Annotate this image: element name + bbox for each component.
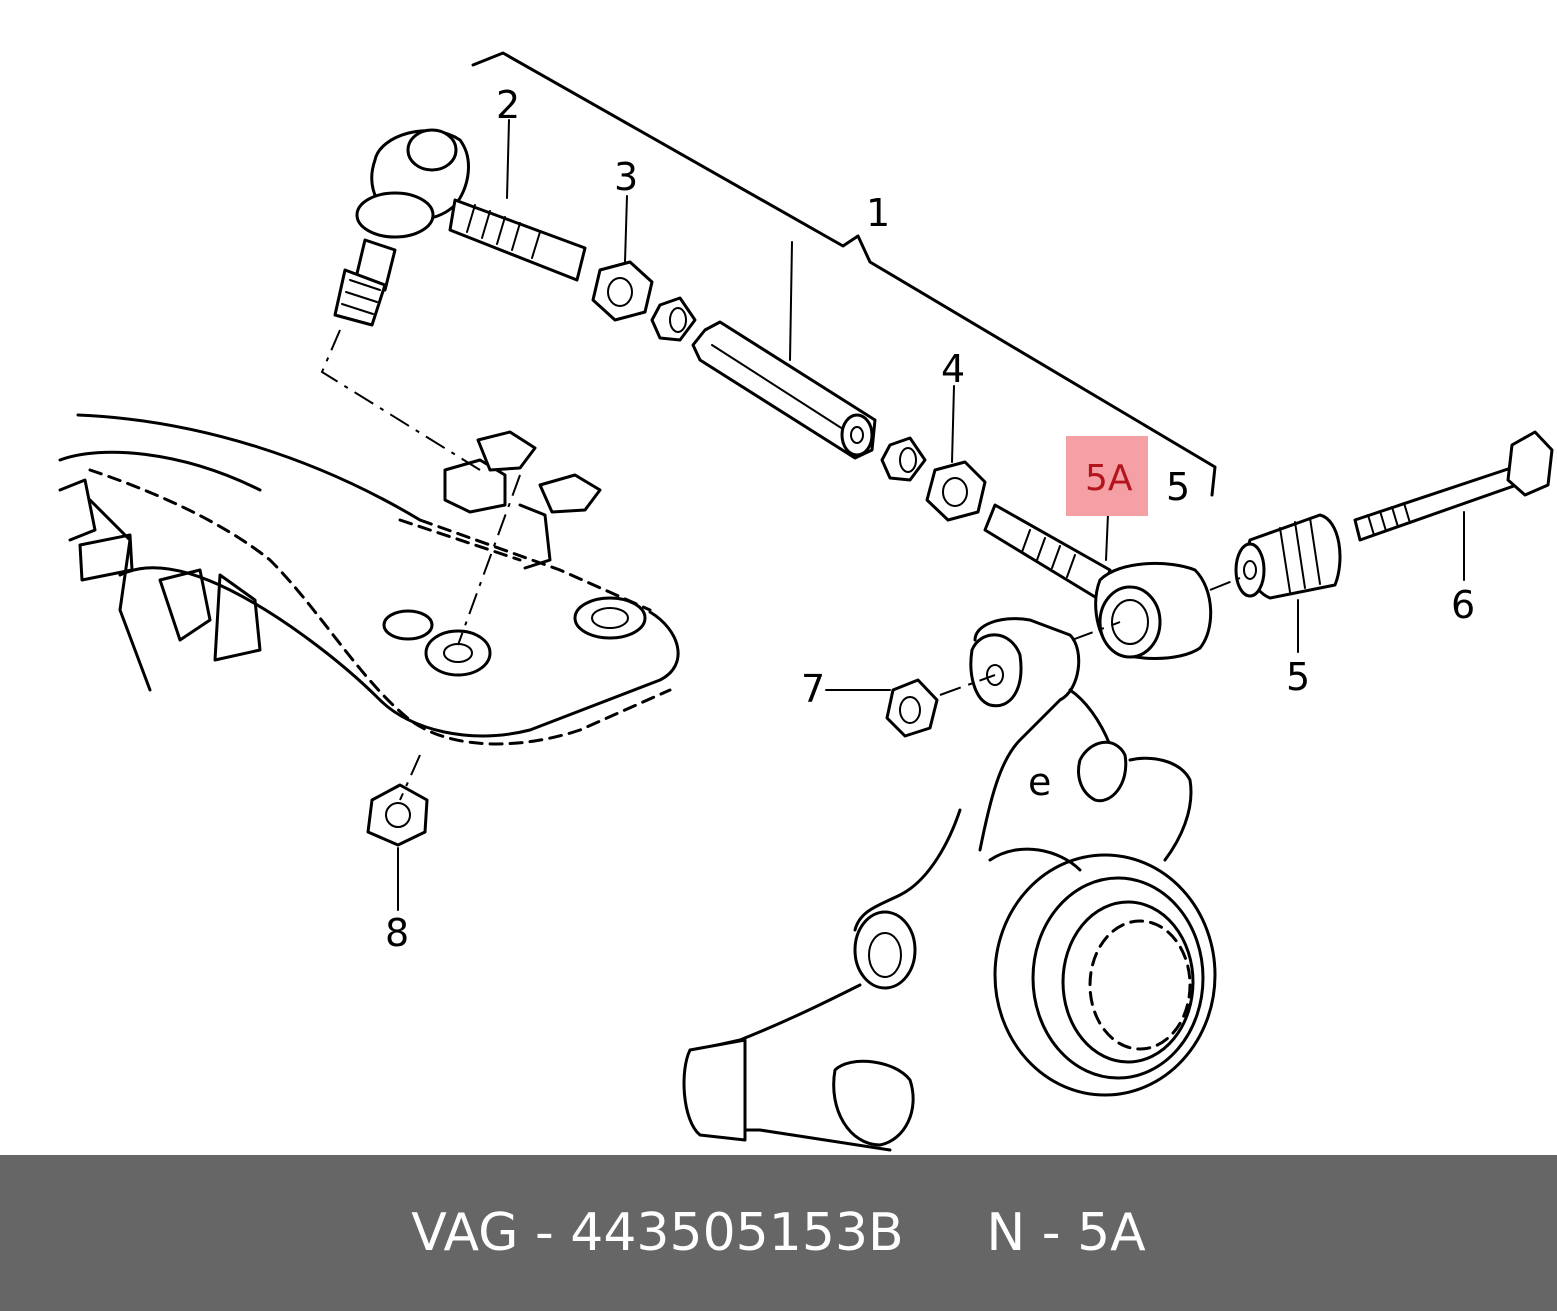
callout-5-top: 5: [1166, 465, 1190, 509]
parts-diagram: e 1 2 3 4 5A 5 5 6 7 8: [58, 51, 1554, 1152]
adjusting-tube-part: [691, 320, 877, 460]
leader-lines: [397, 119, 1465, 911]
bushing-part: [1234, 513, 1342, 600]
callout-6: 6: [1451, 583, 1475, 627]
callout-7: 7: [801, 667, 825, 711]
callout-5a-highlight: [1066, 436, 1148, 516]
separator: -: [518, 1203, 571, 1263]
steering-knuckle-part: e: [682, 617, 1217, 1152]
nut-part-8: [366, 783, 429, 847]
brand-label: VAG: [411, 1203, 519, 1263]
callout-1: 1: [866, 191, 890, 235]
callout-5-bottom: 5: [1286, 655, 1310, 699]
inner-tie-rod-part: [983, 503, 1213, 660]
nut-part-4: [925, 460, 987, 522]
part-number-footer: VAG - 443505153B N - 5A: [0, 1155, 1557, 1311]
callout-4: 4: [941, 347, 965, 391]
callout-8: 8: [385, 911, 409, 955]
part-number: 443505153B: [570, 1203, 904, 1263]
callout-5a: 5A: [1085, 458, 1133, 499]
subframe-part: [58, 413, 680, 746]
position-label: N - 5A: [986, 1203, 1146, 1263]
assembly-bracket: [471, 51, 1217, 497]
spacer: [904, 1203, 987, 1263]
bolt-part: [1353, 430, 1554, 542]
sleeve-part: [650, 296, 697, 342]
tie-rod-end-part: [333, 128, 587, 327]
callout-labels: 1 2 3 4 5A 5 5 6 7 8: [385, 83, 1475, 955]
assembly-axis-lines: [320, 329, 1241, 801]
sleeve-part-2: [880, 436, 927, 482]
nut-part-7: [885, 678, 939, 738]
callout-2: 2: [496, 83, 520, 127]
callout-3: 3: [614, 155, 638, 199]
svg-text:e: e: [1028, 760, 1051, 804]
nut-part-3: [591, 260, 654, 322]
